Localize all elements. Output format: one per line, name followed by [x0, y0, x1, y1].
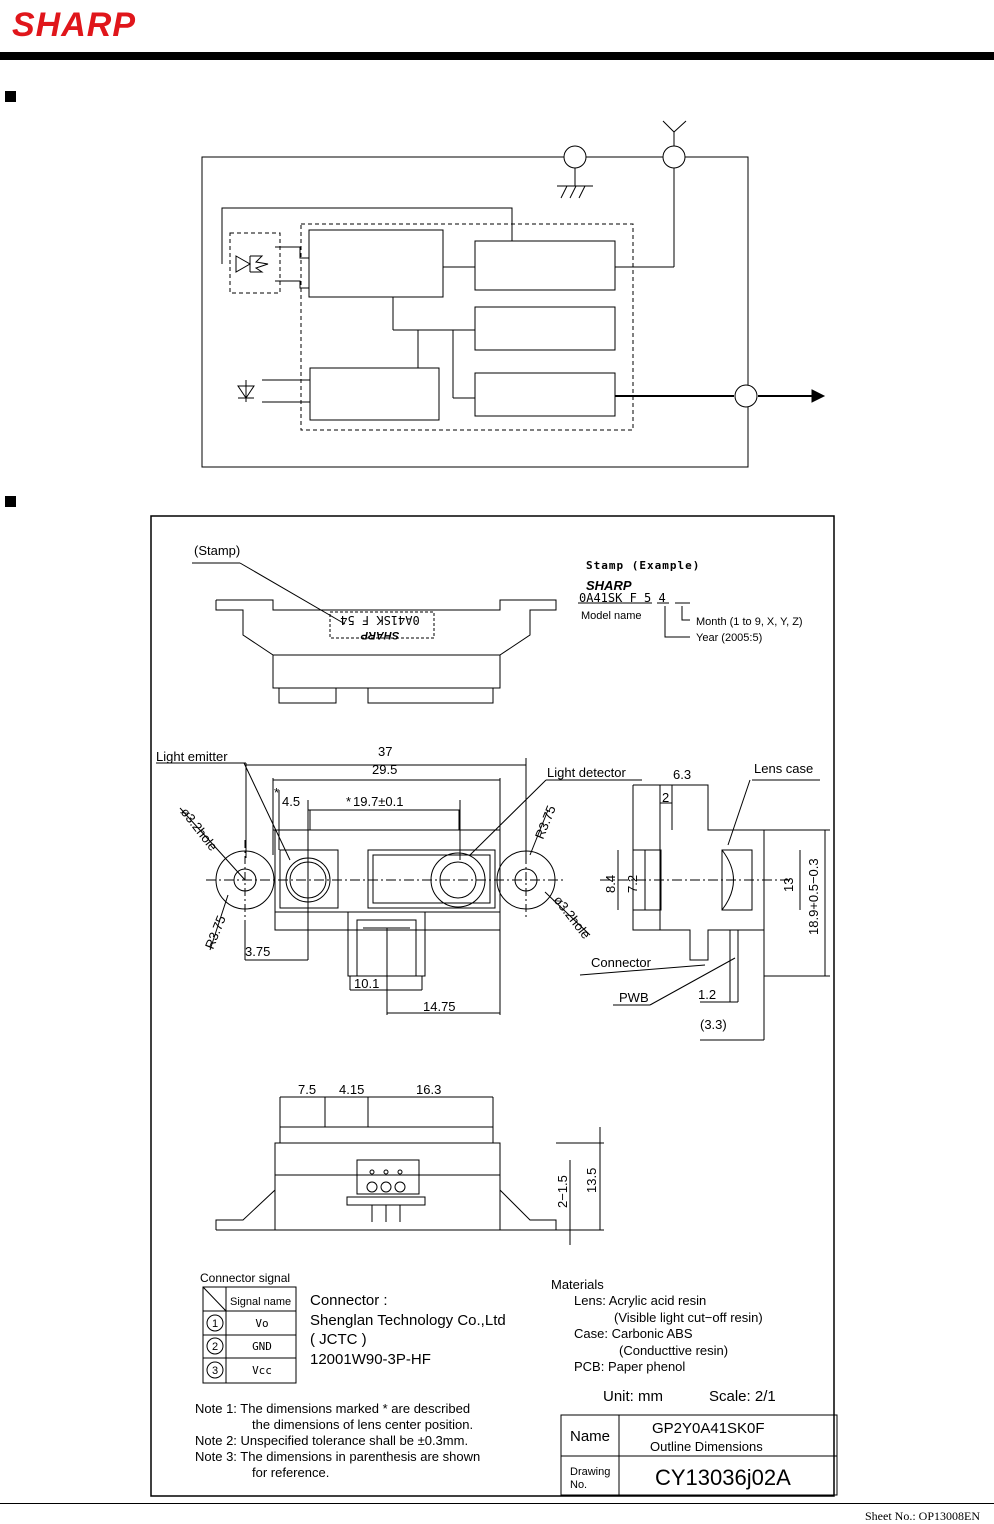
title-name-value: GP2Y0A41SK0F: [652, 1420, 765, 1437]
dim-29-5: 29.5: [372, 762, 397, 777]
r375-right: R3.75: [532, 803, 559, 841]
note-3-cont: for reference.: [252, 1465, 329, 1480]
dim-16-3: 16.3: [416, 1082, 441, 1097]
header-rule: [0, 52, 994, 60]
footer-rule: [0, 1503, 994, 1504]
sheet-number: Sheet No.: OP13008EN: [865, 1509, 980, 1523]
dim-19-7: 19.7±0.1: [353, 794, 404, 809]
stamp-example-code: 0A41SK F 5 4: [579, 591, 666, 605]
materials-lens: Lens: Acrylic acid resin: [574, 1293, 706, 1308]
dim-2-1-5: 2−1.5: [555, 1175, 570, 1208]
stamp-example-title: Stamp (Example): [586, 559, 700, 572]
title-drawing-no: CY13036j02A: [655, 1465, 791, 1490]
dim-3-75: 3.75: [245, 944, 270, 959]
materials-title: Materials: [551, 1277, 604, 1292]
section-bullet-outline: [5, 496, 16, 507]
pin-1: 1: [212, 1318, 218, 1330]
stamp-brand-flipped: SHARP: [360, 629, 399, 641]
signal-vo: Vo: [255, 1317, 268, 1330]
dim-3-3: (3.3): [700, 1017, 727, 1032]
hole-left-label: ø3.2hole: [178, 805, 221, 854]
note-3: Note 3: The dimensions in parenthesis ar…: [195, 1449, 480, 1464]
dim-star-b: *: [346, 794, 351, 809]
scale-label: Scale: 2/1: [709, 1388, 776, 1405]
dim-6-3: 6.3: [673, 767, 691, 782]
pwb-label: PWB: [619, 990, 649, 1005]
month-label: Month (1 to 9, X, Y, Z): [696, 616, 803, 628]
dim-7-5: 7.5: [298, 1082, 316, 1097]
connector-info-title: Connector :: [310, 1292, 388, 1309]
connector-signal-header: Signal name: [230, 1296, 291, 1308]
block-diagram: [201, 120, 826, 468]
materials-lens-note: (Visible light cut−off resin): [614, 1310, 763, 1325]
unit-label: Unit: mm: [603, 1388, 663, 1405]
connector-signal-title: Connector signal: [200, 1271, 290, 1285]
connector-info-maker: Shenglan Technology Co.,Ltd: [310, 1312, 506, 1329]
light-detector-label: Light detector: [547, 765, 626, 780]
stamp-example-brand: SHARP: [586, 578, 632, 593]
dim-4-15: 4.15: [339, 1082, 364, 1097]
dim-4-5: 4.5: [282, 794, 300, 809]
connector-label: Connector: [591, 955, 652, 970]
dim-8-4: 8.4: [603, 875, 618, 893]
title-drawing-label-no: No.: [570, 1479, 587, 1491]
light-emitter-label: Light emitter: [156, 749, 228, 764]
dim-18-9: 18.9+0.5−0.3: [806, 858, 821, 935]
dim-13: 13: [781, 878, 796, 892]
signal-vcc: Vcc: [252, 1364, 272, 1377]
signal-gnd: GND: [252, 1340, 272, 1353]
model-name-label: Model name: [581, 610, 642, 622]
dim-14-75: 14.75: [423, 999, 456, 1014]
dim-1-2: 1.2: [698, 987, 716, 1002]
pin-3: 3: [212, 1365, 218, 1377]
note-1-cont: the dimensions of lens center position.: [252, 1417, 473, 1432]
year-label: Year (2005:5): [696, 632, 762, 644]
sharp-logo: SHARP: [12, 6, 137, 44]
dim-10-1: 10.1: [354, 976, 379, 991]
stamp-label: (Stamp): [194, 543, 240, 558]
materials-pcb: PCB: Paper phenol: [574, 1359, 685, 1374]
connector-info-abbr: ( JCTC ): [310, 1331, 367, 1348]
hole-right-label: ø3.2hole: [551, 893, 594, 942]
stamp-code-flipped: 0A41SK F 54: [340, 613, 419, 627]
dim-7-2: 7.2: [625, 875, 640, 893]
note-1: Note 1: The dimensions marked * are desc…: [195, 1401, 470, 1416]
title-name-sub: Outline Dimensions: [650, 1439, 763, 1454]
materials-case-note: (Conducttive resin): [619, 1343, 728, 1358]
pin-2: 2: [212, 1341, 218, 1353]
section-bullet-block-diagram: [5, 91, 16, 102]
connector-info-part: 12001W90-3P-HF: [310, 1351, 431, 1368]
dim-2: 2: [662, 790, 669, 805]
dim-37: 37: [378, 744, 392, 759]
title-name-label: Name: [570, 1428, 610, 1445]
dim-star-a: *: [274, 785, 279, 800]
dim-13-5: 13.5: [584, 1168, 599, 1193]
title-drawing-label: Drawing: [570, 1466, 610, 1478]
r375-left: R3.75: [202, 913, 229, 951]
note-2: Note 2: Unspecified tolerance shall be ±…: [195, 1433, 468, 1448]
lens-case-label: Lens case: [754, 761, 813, 776]
materials-case: Case: Carbonic ABS: [574, 1326, 693, 1341]
